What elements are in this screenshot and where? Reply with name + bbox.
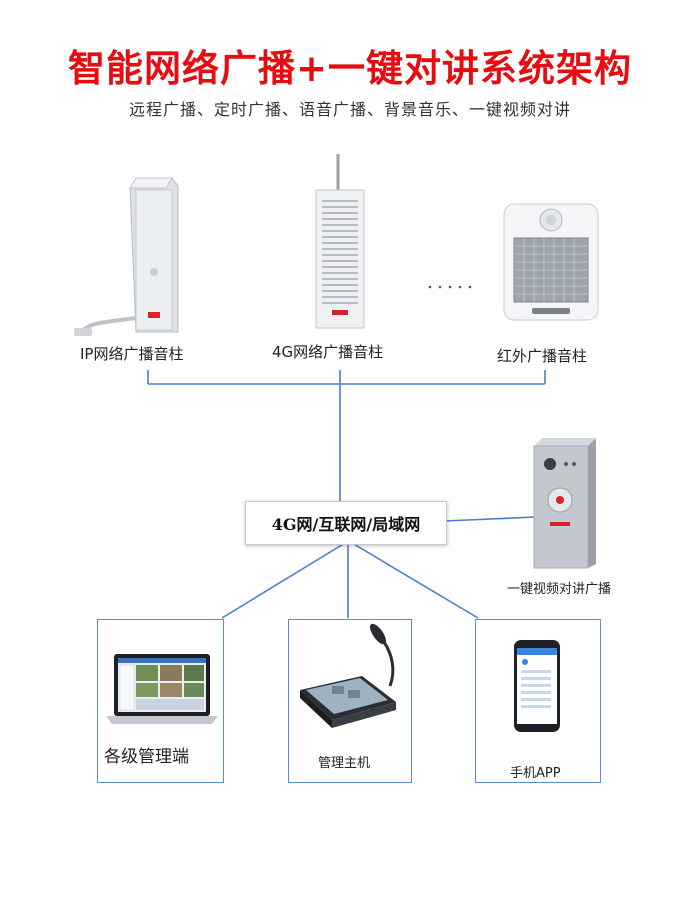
speaker-label-infrared: 红外广播音柱 bbox=[497, 347, 588, 365]
network-box: 4G网/互联网/局域网 bbox=[245, 501, 447, 545]
antenna-column-speaker-icon bbox=[315, 154, 365, 329]
speaker-label-ip: IP网络广播音柱 bbox=[80, 345, 184, 363]
client-label-mobile: 手机APP bbox=[510, 766, 561, 781]
speaker-label-4g: 4G网络广播音柱 bbox=[272, 343, 384, 361]
page-subtitle: 远程广播、定时广播、语音广播、背景音乐、一键视频对讲 bbox=[128, 100, 571, 119]
page-title: 智能网络广播+一键对讲系统架构 bbox=[67, 47, 632, 90]
more-devices-dots bbox=[428, 285, 472, 289]
column-speaker-icon bbox=[74, 177, 179, 336]
wall-speaker-icon bbox=[503, 203, 599, 321]
client-label-management: 各级管理端 bbox=[104, 747, 189, 767]
connector-network-to-phone bbox=[351, 542, 479, 619]
intercom-label: 一键视频对讲广播 bbox=[507, 582, 612, 597]
connector-network-to-intercom bbox=[444, 516, 536, 522]
video-intercom-panel-icon bbox=[533, 438, 596, 569]
connector-network-to-laptop bbox=[221, 542, 346, 619]
smartphone-icon bbox=[514, 640, 560, 732]
client-label-console: 管理主机 bbox=[318, 756, 371, 771]
console-with-mic-icon bbox=[300, 623, 396, 728]
laptop-icon bbox=[106, 654, 218, 724]
